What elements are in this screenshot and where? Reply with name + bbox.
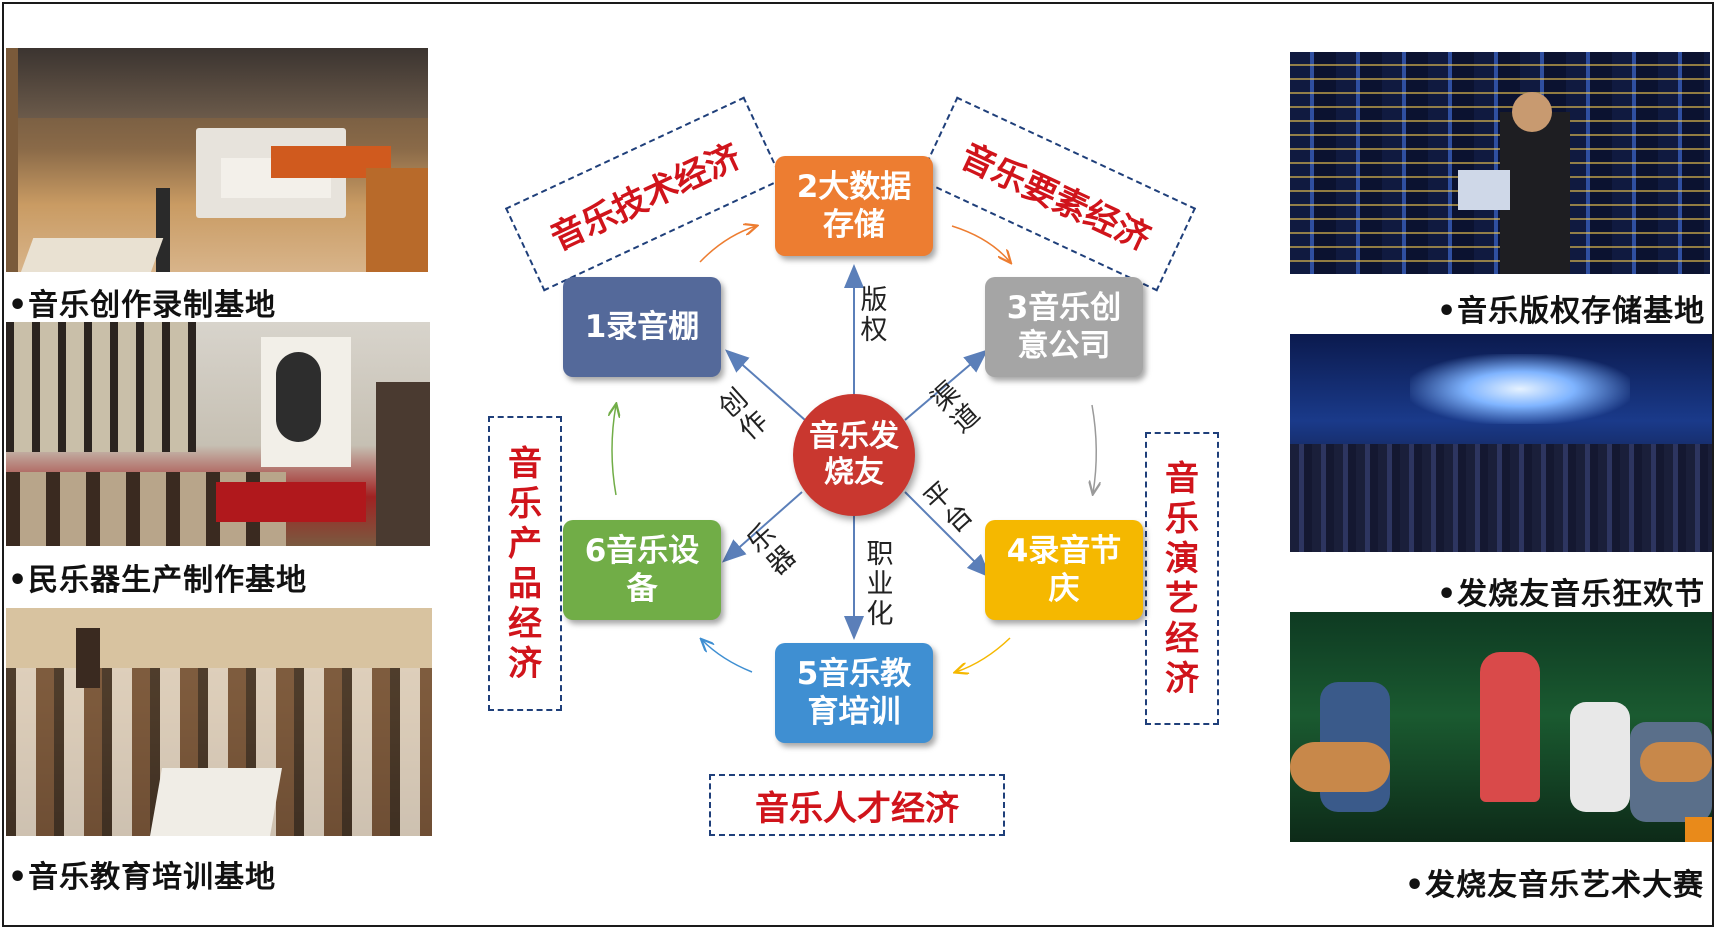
caption-right-top: •音乐版权存储基地 <box>1437 294 1706 329</box>
recording-studio-photo <box>6 48 428 272</box>
caption-right-bottom: •发烧友音乐艺术大赛 <box>1405 868 1705 903</box>
economy-talent-label: 音乐人才经济 <box>755 788 959 829</box>
caption-left-bottom: •音乐教育培训基地 <box>8 860 277 895</box>
cycle-3-to-4 <box>1092 404 1096 493</box>
caption-left-mid: •民乐器生产制作基地 <box>8 563 308 598</box>
cycle-4-to-5 <box>956 637 1011 672</box>
economy-product-label: 音乐产品经济 <box>508 443 542 684</box>
cycle-6-to-1 <box>612 405 616 496</box>
caption-left-top: •音乐创作录制基地 <box>8 288 277 323</box>
edge-label-copyright: 版权 <box>860 285 888 346</box>
spoke-to-4 <box>904 491 991 578</box>
cycle-1-to-2 <box>699 226 756 263</box>
spoke-to-6 <box>722 491 803 563</box>
economy-product-box: 音乐产品经济 <box>488 416 562 711</box>
center-music-fans: 音乐发烧友 <box>793 394 915 516</box>
cycle-2-to-3 <box>951 225 1010 262</box>
node-2-big-data-storage: 2大数据存储 <box>775 156 933 256</box>
music-festival-photo <box>1290 334 1712 552</box>
node-6-music-equipment: 6音乐设备 <box>563 520 721 620</box>
caption-right-mid: •发烧友音乐狂欢节 <box>1437 577 1706 612</box>
server-room-photo <box>1290 52 1710 274</box>
node-3-music-creative-company: 3音乐创意公司 <box>985 277 1143 377</box>
cycle-5-to-6 <box>702 640 753 673</box>
spoke-to-1 <box>725 349 806 421</box>
economy-talent-box: 音乐人才经济 <box>709 774 1005 836</box>
music-competition-photo <box>1290 612 1712 842</box>
edge-label-career: 职业化 <box>866 539 894 630</box>
economy-performance-label: 音乐演艺经济 <box>1165 458 1199 699</box>
node-5-music-education: 5音乐教育培训 <box>775 643 933 743</box>
instrument-workshop-photo <box>6 322 430 546</box>
node-1-recording-studio: 1录音棚 <box>563 277 721 377</box>
orchestra-training-photo <box>6 608 432 836</box>
economy-performance-box: 音乐演艺经济 <box>1145 432 1219 725</box>
node-4-recording-festival: 4录音节庆 <box>985 520 1143 620</box>
spoke-to-3 <box>904 349 989 421</box>
